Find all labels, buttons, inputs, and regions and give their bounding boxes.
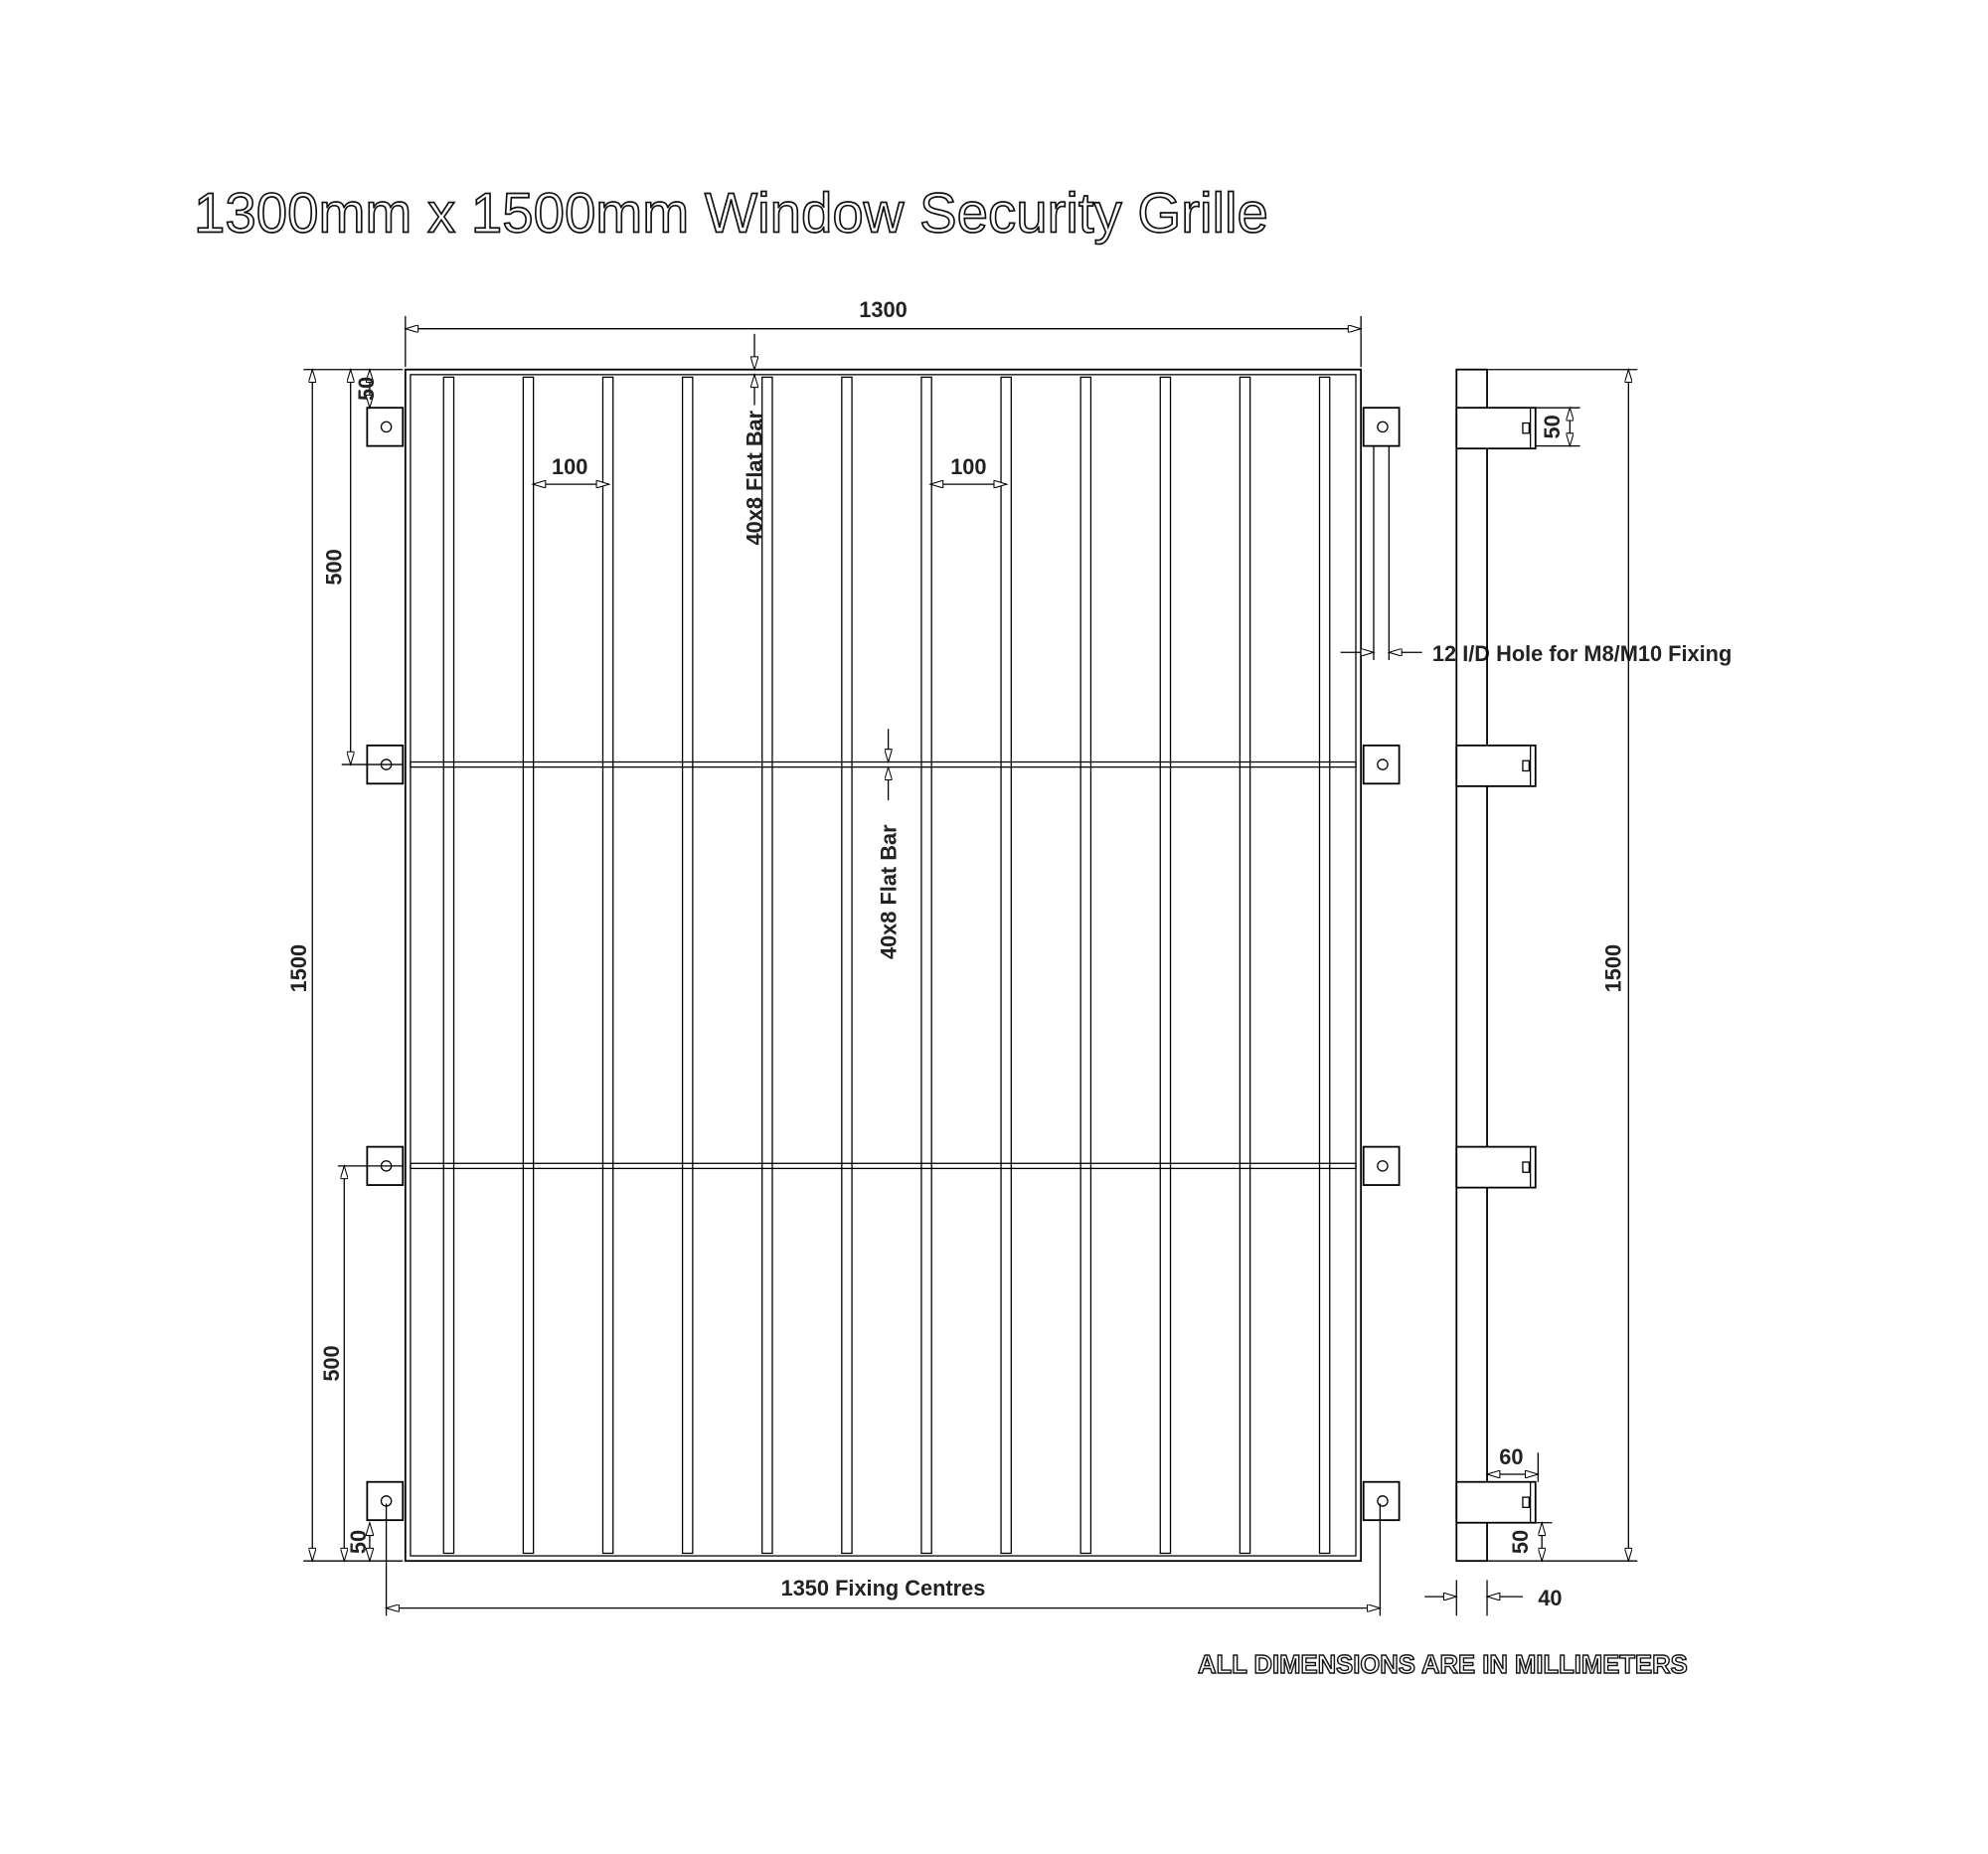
- horizontal-rail: [410, 1162, 1357, 1170]
- bar-gap-label-left: 100: [552, 454, 587, 479]
- bar-gap-label-right: 100: [950, 454, 986, 479]
- bar-gap-dimension-left: 100: [533, 454, 609, 484]
- fixing-hole-icon: [1377, 758, 1389, 770]
- fixing-hole-icon: [1377, 1160, 1389, 1172]
- vertical-bar: [1318, 376, 1331, 1555]
- grille-frame: [404, 368, 1363, 1563]
- horizontal-rail: [410, 760, 1357, 768]
- fixing-centres-dimension: 1350 Fixing Centres: [387, 1503, 1381, 1616]
- horizontal-rails: [410, 760, 1357, 1170]
- flat-bar-label-top: 40x8 Flat Bar: [743, 410, 767, 545]
- fixing-lug: [1362, 1145, 1401, 1186]
- lower-spacing-label: 500: [319, 1345, 344, 1381]
- flat-bar-label-middle: 40x8 Flat Bar: [876, 824, 901, 959]
- fixing-hole-icon: [1377, 421, 1389, 433]
- side-fixing-lug: [1455, 407, 1537, 450]
- vertical-bar: [601, 376, 614, 1555]
- vertical-bar: [1239, 376, 1251, 1555]
- fixing-lug: [1362, 407, 1401, 447]
- vertical-bar: [920, 376, 932, 1555]
- fixing-hole-icon: [1377, 1495, 1389, 1507]
- hole-note: 12 I/D Hole for M8/M10 Fixing: [1432, 641, 1732, 666]
- vertical-bar: [1159, 376, 1172, 1555]
- vertical-bars: [442, 376, 1331, 1555]
- units-note: ALL DIMENSIONS ARE IN MILLIMETERS: [1198, 1651, 1688, 1679]
- left-dimensions: 1500 500 50 500 50: [286, 370, 404, 1561]
- flat-bar-callout-top: 40x8 Flat Bar: [743, 333, 767, 545]
- width-label: 1300: [859, 297, 907, 322]
- top-gap-label: 50: [354, 377, 379, 401]
- vertical-bar: [1079, 376, 1092, 1555]
- drawing-title: 1300mm x 1500mm Window Security Grille: [194, 181, 1268, 244]
- vertical-bar: [841, 376, 853, 1555]
- fixing-lug: [1362, 1480, 1401, 1522]
- fixing-lug: [366, 1480, 405, 1522]
- side-lug-gap-label: 50: [1540, 415, 1565, 438]
- side-fixing-lug: [1455, 744, 1537, 787]
- fixing-lug: [1362, 744, 1401, 785]
- bar-gap-dimension-right: 100: [930, 454, 1007, 484]
- hole-callout: 12 I/D Hole for M8/M10 Fixing: [1340, 445, 1732, 666]
- fixing-lugs: [366, 407, 1401, 1522]
- vertical-bar: [761, 376, 773, 1555]
- fixing-lug: [366, 407, 405, 447]
- height-label-side: 1500: [1601, 944, 1626, 992]
- side-lug-depth-label: 60: [1499, 1444, 1523, 1469]
- side-bottom-gap-label: 50: [1508, 1530, 1533, 1554]
- fixing-centres-label: 1350 Fixing Centres: [781, 1576, 986, 1601]
- vertical-bar: [1000, 376, 1012, 1555]
- side-fixing-lug: [1455, 1145, 1537, 1189]
- bottom-gap-label: 50: [346, 1530, 371, 1554]
- side-fixing-lug: [1455, 1480, 1537, 1524]
- flat-bar-callout-middle: 40x8 Flat Bar: [876, 729, 901, 959]
- vertical-bar: [442, 376, 455, 1555]
- fixing-hole-icon: [380, 421, 393, 433]
- height-label-left: 1500: [286, 944, 311, 992]
- side-view: 1500 50 60 50 40: [1424, 370, 1638, 1616]
- width-dimension: 1300: [406, 297, 1361, 368]
- side-thickness-label: 40: [1538, 1586, 1562, 1610]
- upper-spacing-label: 500: [322, 549, 347, 585]
- vertical-bar: [681, 376, 694, 1555]
- vertical-bar: [522, 376, 535, 1555]
